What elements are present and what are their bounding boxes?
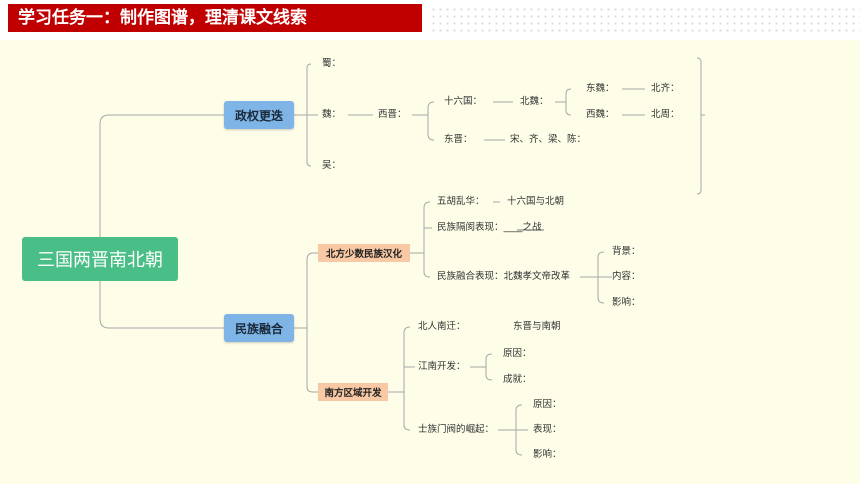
node-beijing: 背景： — [612, 246, 641, 257]
node-nanqian-value: 东晋与南朝 — [513, 321, 561, 332]
node-sz-yuanyin: 原因： — [533, 399, 562, 410]
sub-north-label: 北方少数民族汉化 — [325, 249, 402, 260]
branch-regime: 政权更迭 — [224, 101, 294, 129]
mindmap-canvas: 三国两晋南北朝 政权更迭 民族融合 北方少数民族汉化 南方区域开发 蜀： 魏： … — [0, 40, 860, 484]
root-label: 三国两晋南北朝 — [37, 250, 163, 271]
sub-north: 北方少数民族汉化 — [318, 244, 410, 262]
node-jiangnan: 江南开发： — [418, 361, 466, 372]
node-south-dynasties: 宋、齐、梁、陈： — [510, 134, 587, 145]
node-wuhu: 五胡乱华： — [437, 196, 485, 207]
root-node: 三国两晋南北朝 — [22, 237, 178, 281]
dot-pattern — [430, 6, 860, 32]
node-sz-biaoxian: 表现： — [533, 424, 562, 435]
page-title: 学习任务一：制作图谱，理清课文线索 — [18, 8, 307, 28]
root-to-regime-line — [99, 114, 224, 240]
node-sz-yingxiang: 影响： — [533, 449, 562, 460]
node-yingxiang: 影响： — [612, 297, 641, 308]
sub-south-label: 南方区域开发 — [324, 388, 382, 399]
node-beiwei: 北魏： — [520, 96, 549, 107]
sub-south: 南方区域开发 — [318, 383, 388, 401]
node-shiliuguo: 十六国： — [444, 96, 483, 107]
node-chengjiu: 成就： — [503, 374, 532, 385]
connector-lines — [96, 57, 705, 456]
node-xiwei: 西魏： — [586, 109, 615, 120]
root-to-fusion-line — [99, 240, 224, 329]
node-shizu: 士族门阀的崛起： — [418, 424, 495, 435]
node-wei: 魏： — [322, 109, 342, 120]
header-strip: 学习任务一：制作图谱，理清课文线索 — [0, 0, 860, 36]
node-dongjin: 东晋： — [444, 134, 473, 145]
node-xijin: 西晋： — [378, 109, 407, 120]
branch-fusion: 民族融合 — [224, 314, 294, 342]
node-neirong: 内容： — [612, 271, 641, 282]
node-beizhou: 北周： — [651, 109, 680, 120]
node-ronghe: 民族融合表现：北魏孝文帝改革 — [437, 271, 571, 282]
node-beiqi: 北齐： — [651, 83, 680, 94]
node-nanqian: 北人南迁： — [418, 321, 466, 332]
node-shu: 蜀： — [322, 58, 342, 69]
title-bar: 学习任务一：制作图谱，理清课文线索 — [8, 4, 422, 32]
node-wu: 吴： — [322, 160, 342, 171]
node-dongwei: 东魏： — [586, 83, 615, 94]
node-yuanyin: 原因： — [503, 348, 532, 359]
branch-regime-label: 政权更迭 — [234, 108, 283, 123]
node-geju: 民族隔阂表现：____之战 — [437, 222, 542, 233]
node-wuhu-value: 十六国与北朝 — [507, 196, 565, 207]
branch-fusion-label: 民族融合 — [234, 321, 283, 336]
